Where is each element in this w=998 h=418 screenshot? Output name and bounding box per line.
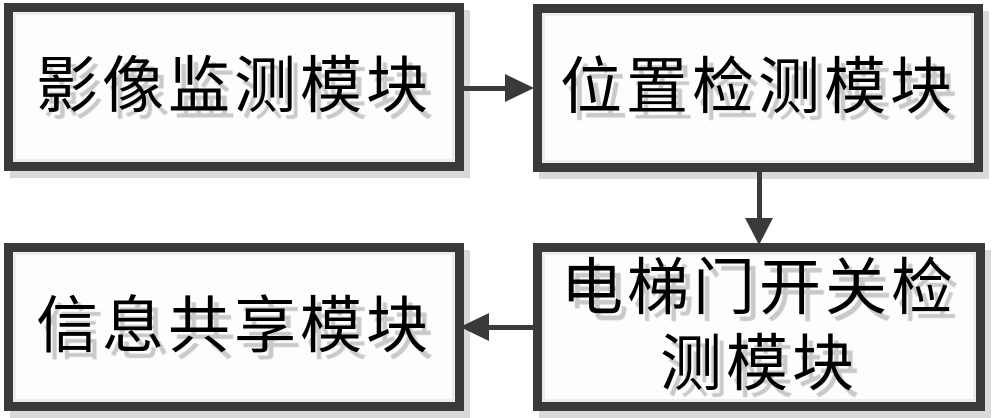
arrow-down-icon bbox=[745, 218, 773, 245]
arrow-right-icon bbox=[505, 74, 534, 102]
node-label: 信息共享模块 bbox=[35, 293, 432, 361]
node-image-monitoring-module: 影像监测模块 bbox=[4, 3, 464, 171]
edge-line-position-to-door-detection bbox=[757, 171, 762, 220]
node-position-detection-module: 位置检测模块 bbox=[533, 4, 983, 172]
node-label: 电梯门开关检 bbox=[560, 255, 957, 323]
edge-line-door-detection-to-info-sharing bbox=[488, 325, 534, 330]
edge-line-monitoring-to-position bbox=[464, 86, 508, 91]
node-label: 测模块 bbox=[659, 331, 858, 399]
node-label: 位置检测模块 bbox=[559, 54, 956, 122]
node-information-sharing-module: 信息共享模块 bbox=[4, 243, 464, 411]
arrow-left-icon bbox=[460, 313, 489, 341]
node-elevator-door-switch-detection-module: 电梯门开关检 测模块 bbox=[533, 243, 985, 411]
node-label: 影像监测模块 bbox=[35, 53, 432, 121]
